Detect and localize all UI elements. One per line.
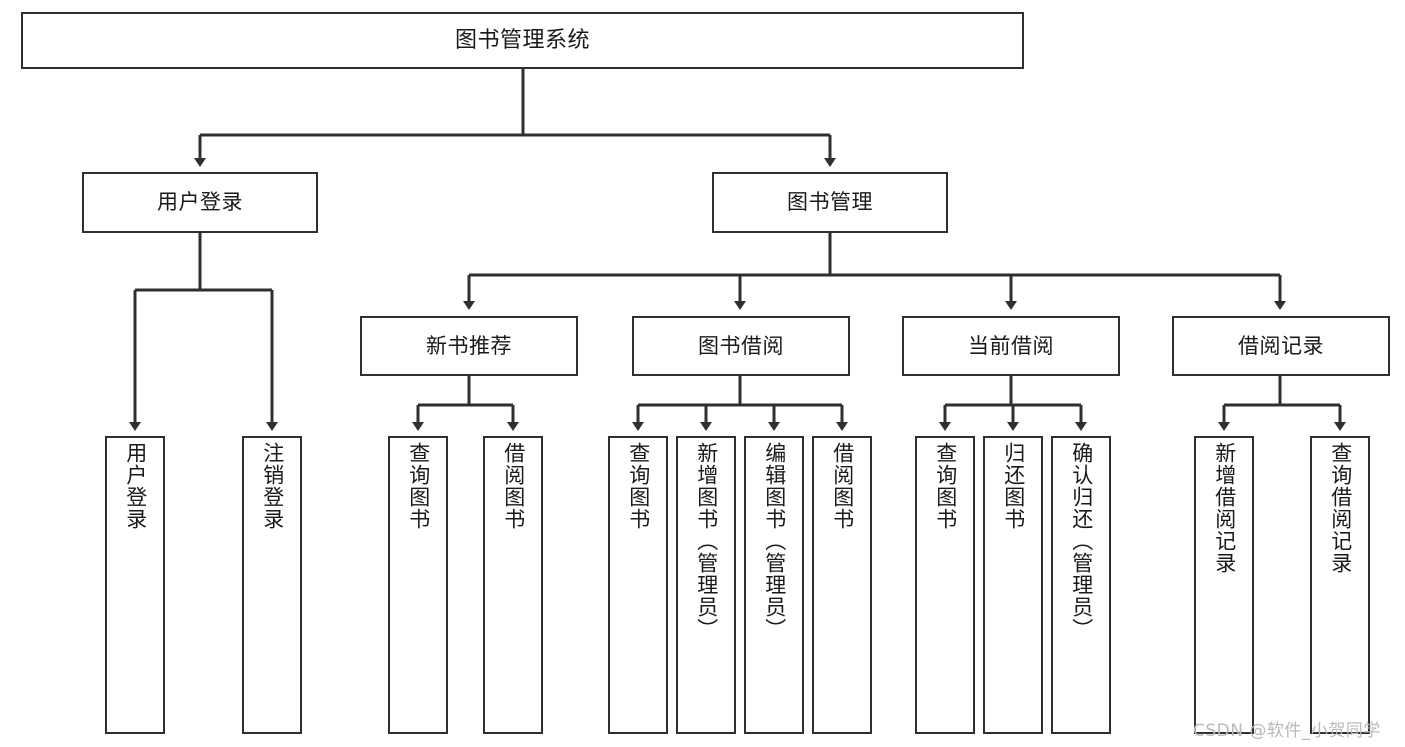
leaf-cb-return-book-label: 归还图书 bbox=[1001, 442, 1026, 530]
leaf-user-login-label: 用户登录 bbox=[123, 442, 148, 530]
leaf-bb-edit-book-admin: 编辑图书（管理员） bbox=[744, 436, 804, 734]
leaf-br-query-record-label: 查询借阅记录 bbox=[1328, 442, 1353, 574]
node-current-borrow-label: 当前借阅 bbox=[968, 333, 1054, 358]
leaf-br-add-record: 新增借阅记录 bbox=[1194, 436, 1254, 734]
leaf-nb-borrow-book-label: 借阅图书 bbox=[501, 442, 526, 530]
leaf-cb-query-book-label: 查询图书 bbox=[933, 442, 958, 530]
node-new-book-recommend: 新书推荐 bbox=[360, 316, 578, 376]
leaf-br-add-record-label: 新增借阅记录 bbox=[1212, 442, 1237, 574]
node-book-borrow-label: 图书借阅 bbox=[698, 333, 784, 358]
node-borrow-record-label: 借阅记录 bbox=[1238, 333, 1324, 358]
node-user-login-label: 用户登录 bbox=[157, 190, 243, 215]
leaf-bb-add-book-admin-label: 新增图书（管理员） bbox=[694, 442, 719, 640]
leaf-user-login: 用户登录 bbox=[105, 436, 165, 734]
leaf-bb-edit-book-admin-label: 编辑图书（管理员） bbox=[762, 442, 787, 640]
leaf-logout-label: 注销登录 bbox=[260, 442, 285, 530]
node-current-borrow: 当前借阅 bbox=[902, 316, 1120, 376]
node-user-login: 用户登录 bbox=[82, 172, 318, 233]
leaf-cb-return-book: 归还图书 bbox=[983, 436, 1043, 734]
leaf-nb-query-book-label: 查询图书 bbox=[406, 442, 431, 530]
leaf-bb-borrow-book: 借阅图书 bbox=[812, 436, 872, 734]
node-root-system-label: 图书管理系统 bbox=[454, 27, 590, 53]
leaf-cb-query-book: 查询图书 bbox=[915, 436, 975, 734]
node-book-management: 图书管理 bbox=[712, 172, 948, 233]
leaf-bb-add-book-admin: 新增图书（管理员） bbox=[676, 436, 736, 734]
node-book-management-label: 图书管理 bbox=[787, 190, 873, 215]
leaf-nb-query-book: 查询图书 bbox=[388, 436, 448, 734]
node-root-system: 图书管理系统 bbox=[21, 12, 1024, 69]
leaf-br-query-record: 查询借阅记录 bbox=[1310, 436, 1370, 734]
leaf-bb-query-book: 查询图书 bbox=[608, 436, 668, 734]
leaf-nb-borrow-book: 借阅图书 bbox=[483, 436, 543, 734]
csdn-watermark: CSDN @软件_小贺同学 bbox=[1193, 721, 1381, 741]
node-book-borrow: 图书借阅 bbox=[632, 316, 850, 376]
leaf-logout: 注销登录 bbox=[242, 436, 302, 734]
leaf-bb-query-book-label: 查询图书 bbox=[626, 442, 651, 530]
node-new-book-recommend-label: 新书推荐 bbox=[426, 333, 512, 358]
leaf-cb-confirm-return-admin-label: 确认归还（管理员） bbox=[1069, 442, 1094, 640]
leaf-bb-borrow-book-label: 借阅图书 bbox=[830, 442, 855, 530]
node-borrow-record: 借阅记录 bbox=[1172, 316, 1390, 376]
leaf-cb-confirm-return-admin: 确认归还（管理员） bbox=[1051, 436, 1111, 734]
